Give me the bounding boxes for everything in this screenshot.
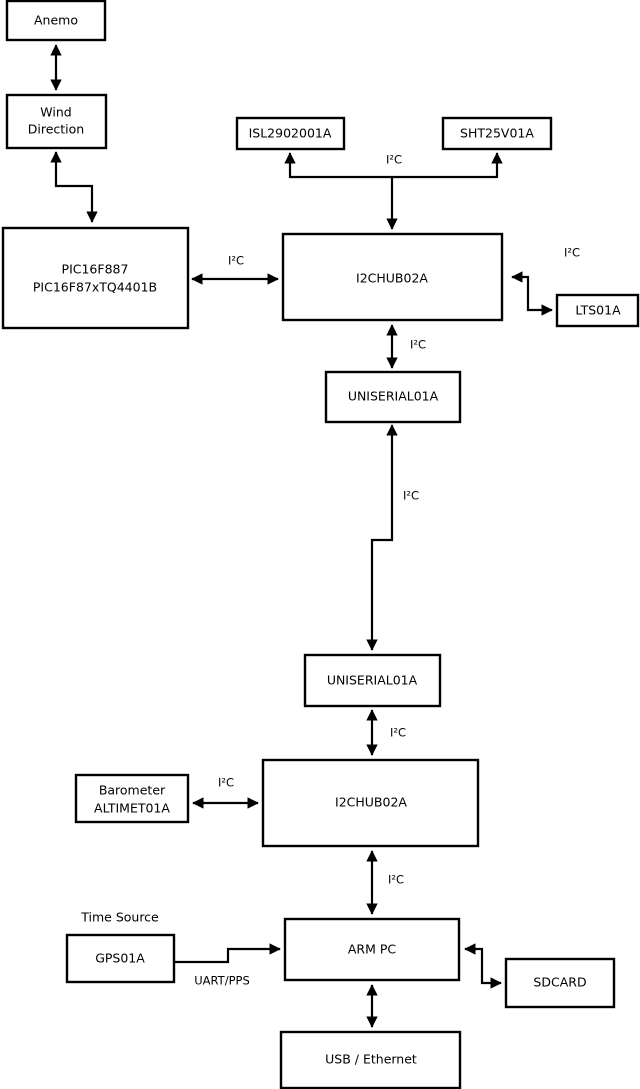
edge-line-wind-pic — [50, 151, 98, 223]
node-label-usb-ethernet: USB / Ethernet — [325, 1052, 417, 1067]
node-gps01a[interactable]: GPS01A — [65, 933, 176, 984]
node-label-uniserial01a-bottom: UNISERIAL01A — [327, 673, 418, 688]
edge-hubbot-armpc: I²C — [366, 850, 404, 915]
edge-armpc-sdcard — [464, 943, 502, 989]
node-box-usb-ethernet[interactable] — [279, 1030, 462, 1089]
label-time-source: Time Source — [80, 910, 159, 925]
edge-label-uniserial-link: I²C — [403, 489, 419, 503]
edge-line-hubtop-lts — [511, 271, 553, 316]
edge-pic-hubtop: I²C — [191, 254, 279, 285]
node-i2chub02a-top[interactable]: I2CHUB02A — [281, 232, 504, 322]
node-label-sdcard: SDCARD — [533, 975, 586, 990]
node-sdcard[interactable]: SDCARD — [504, 957, 616, 1009]
edge-hubtop-lts: I²C — [511, 246, 580, 316]
node-uniserial01a-top[interactable]: UNISERIAL01A — [324, 370, 462, 424]
node-pic16f887[interactable]: PIC16F887 PIC16F87xTQ4401B — [1, 226, 190, 330]
node-lts01a[interactable]: LTS01A — [555, 293, 640, 328]
node-label-wind-direction-line2: Direction — [28, 122, 84, 137]
node-label-sht25v01a: SHT25V01A — [460, 126, 534, 141]
node-label-arm-pc: ARM PC — [348, 942, 397, 957]
node-label-gps01a: GPS01A — [95, 951, 145, 966]
edge-label-hubtop-sensors: I²C — [386, 153, 402, 167]
node-label-wind-direction-line1: Wind — [40, 105, 71, 120]
node-box-barometer-altimet01a[interactable] — [74, 773, 190, 824]
edge-label-hubtop-lts: I²C — [564, 246, 580, 260]
node-i2chub02a-bottom[interactable]: I2CHUB02A — [261, 758, 480, 848]
edge-label-uniserialbot-hubbot: I²C — [390, 726, 406, 740]
node-isl2902001a[interactable]: ISL2902001A — [235, 116, 346, 151]
node-label-i2chub02a-top: I2CHUB02A — [356, 271, 428, 286]
node-uniserial01a-bottom[interactable]: UNISERIAL01A — [303, 653, 442, 708]
node-box-gps01a[interactable] — [65, 933, 176, 984]
node-label-barometer-line2: ALTIMET01A — [94, 801, 170, 816]
node-box-anemo[interactable] — [5, 0, 107, 42]
node-barometer-altimet01a[interactable]: Barometer ALTIMET01A — [74, 773, 190, 824]
node-box-uniserial01a-top[interactable] — [324, 370, 462, 424]
edge-label-hubbot-armpc: I²C — [388, 873, 404, 887]
node-label-barometer-line1: Barometer — [99, 783, 166, 798]
node-sht25v01a[interactable]: SHT25V01A — [441, 116, 553, 151]
node-wind-direction[interactable]: Wind Direction — [5, 93, 108, 150]
node-box-i2chub02a-bottom[interactable] — [261, 758, 480, 848]
node-box-i2chub02a-top[interactable] — [281, 232, 504, 322]
edge-gps-armpc: UART/PPS — [174, 943, 281, 988]
node-box-sht25v01a[interactable] — [441, 116, 553, 151]
node-label-pic16f887-line1: PIC16F887 — [62, 262, 129, 277]
edge-hubtop-uniserialtop: I²C — [386, 324, 426, 369]
edge-uniserialbot-hubbot: I²C — [366, 709, 406, 756]
edge-baro-hubbot: I²C — [192, 776, 259, 809]
node-box-uniserial01a-bottom[interactable] — [303, 653, 442, 708]
edge-label-hubtop-uniserialtop: I²C — [410, 338, 426, 352]
node-label-pic16f887-line2: PIC16F87xTQ4401B — [33, 280, 157, 295]
edge-label-gps-armpc: UART/PPS — [194, 974, 250, 988]
edge-line-armpc-sdcard — [464, 943, 502, 989]
node-box-arm-pc[interactable] — [283, 917, 461, 982]
node-anemo[interactable]: Anemo — [5, 0, 107, 42]
node-arm-pc[interactable]: ARM PC — [283, 917, 461, 982]
node-box-sdcard[interactable] — [504, 957, 616, 1009]
edge-uniserialtop-uniserialbot: I²C — [366, 424, 419, 651]
node-label-lts01a: LTS01A — [575, 303, 621, 318]
node-label-anemo: Anemo — [34, 13, 78, 28]
node-box-pic16f887[interactable] — [1, 226, 190, 330]
edge-line-uniserial-link — [366, 424, 398, 651]
edge-label-pic-hubtop: I²C — [228, 254, 244, 268]
edge-hubtop-sensors: I²C — [284, 152, 503, 230]
node-label-uniserial01a-top: UNISERIAL01A — [348, 389, 439, 404]
node-usb-ethernet[interactable]: USB / Ethernet — [279, 1030, 462, 1089]
node-label-i2chub02a-bottom: I2CHUB02A — [335, 795, 407, 810]
edge-line-gps-armpc — [174, 943, 281, 964]
node-label-isl2902001a: ISL2902001A — [249, 126, 332, 141]
edge-label-baro-hubbot: I²C — [218, 776, 234, 790]
node-box-wind-direction[interactable] — [5, 93, 108, 150]
edge-wind-pic — [50, 151, 98, 223]
node-box-isl2902001a[interactable] — [235, 116, 346, 151]
node-box-lts01a[interactable] — [555, 293, 640, 328]
